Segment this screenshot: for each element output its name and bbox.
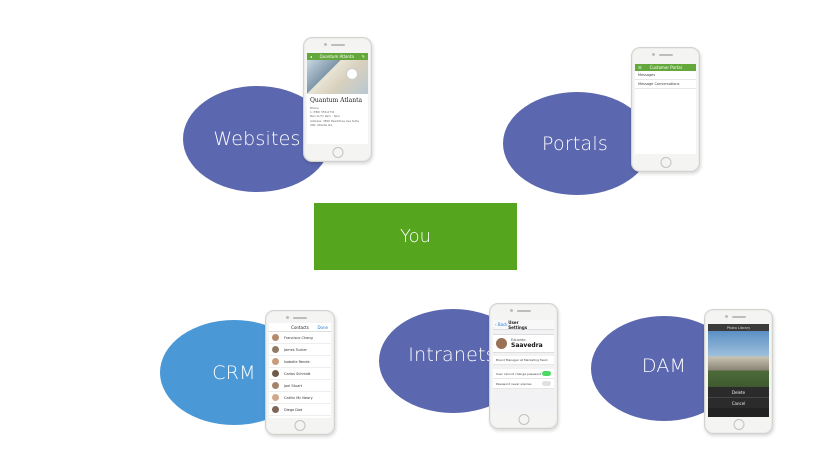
websites-screen: ◂ Quantum Atlanta ✎ Quantum Atlanta Phon… [307,53,368,144]
home-button [518,414,529,425]
portals-screen: ☰ Customer Portal Messages Message Conve… [635,64,696,154]
contact-name: Carlos Schmidt [284,371,311,376]
home-button [733,419,744,430]
role-row: Brand Manager at Marketing Team [493,356,554,365]
back-arrow-icon: ◂ [310,54,313,59]
portals-node: Portals [503,92,651,195]
websites-app-bar: ◂ Quantum Atlanta ✎ [307,53,368,60]
list-item: Diego Dad [269,404,331,416]
dam-delete-button: Delete [708,387,769,398]
dam-cancel-button: Cancel [708,398,769,408]
portals-list-item: Message Conversations [635,80,696,89]
avatar [272,406,279,413]
setting-row: User cannot change password [493,369,554,379]
avatar [272,382,279,389]
list-item: James Tucker [269,344,331,356]
crm-screen: Contacts Done Francisco Chang James Tuck… [269,323,331,418]
websites-line: Address: 4500 Peachtree Ave Suite 400, A… [310,118,359,127]
contact-name: Francisco Chang [284,335,313,340]
phone-camera [286,316,289,319]
dam-screen: Photo Library Delete Cancel [708,324,769,417]
list-item: Caitlin Mc Neary [269,392,331,404]
phone-speaker [658,54,673,56]
home-button [332,147,343,158]
avatar [272,394,279,401]
intranets-screen: ‹ Back User Settings Eduardo Saavedra Br… [493,320,554,411]
portals-label: Portals [542,132,608,155]
crm-title: Contacts [291,324,309,330]
center-label: You [399,226,432,247]
avatar [272,334,279,341]
list-item: Francisco Chang [269,332,331,344]
websites-line: 1 (786) 555-0731 [310,110,335,115]
crm-phone: Contacts Done Francisco Chang James Tuck… [265,310,335,435]
home-button [294,420,306,431]
dam-phone: Photo Library Delete Cancel [704,309,773,434]
building-photo [708,331,769,387]
map-pin-icon [346,68,358,80]
setting-label: User cannot change password [496,371,542,376]
dam-label: DAM [641,354,687,377]
phone-speaker [293,317,307,319]
avatar [272,370,279,377]
toggle-on [542,371,551,376]
phone-camera [509,309,513,312]
map-image [307,60,368,94]
contact-name: Isabelle Rende [284,359,310,364]
phone-speaker [330,44,345,46]
list-item: Isabelle Rende [269,356,331,368]
crm-header: Contacts Done [269,323,331,332]
setting-row: Password never expires [493,379,554,389]
crm-done-link: Done [317,324,328,330]
toggle-off [542,381,551,386]
websites-line: Mon to Fri 9am - 5pm [310,114,340,119]
portals-list-item: Messages [635,71,696,80]
home-button [660,157,671,168]
setting-label: Password never expires [496,381,532,386]
avatar [272,346,279,353]
websites-phone: ◂ Quantum Atlanta ✎ Quantum Atlanta Phon… [303,37,372,162]
portals-phone: ☰ Customer Portal Messages Message Conve… [631,47,700,172]
intranets-label: Intranets [408,344,496,366]
phone-speaker [516,310,531,312]
websites-heading: Quantum Atlanta [310,97,363,104]
contact-name: Diego Dad [284,407,303,412]
contact-name: Caitlin Mc Neary [284,395,313,400]
list-item: Joel Stuart [269,380,331,392]
portals-app-title: Customer Portal [649,65,682,70]
dam-title: Photo Library [726,325,751,330]
phone-camera [724,315,728,318]
last-name: Saavedra [511,342,543,349]
phone-speaker [731,316,746,318]
phone-camera [323,43,327,46]
websites-line: Phone [310,106,319,110]
contact-name: Joel Stuart [284,383,303,388]
edit-icon: ✎ [361,54,365,59]
intranets-header: ‹ Back User Settings [493,320,554,330]
menu-icon: ☰ [638,65,642,70]
intranets-title: User Settings [508,320,528,330]
websites-app-title: Quantum Atlanta [319,54,354,59]
crm-label: CRM [212,361,256,384]
phone-camera [651,53,655,56]
first-name: Eduardo [511,338,526,342]
avatar [496,338,507,349]
avatar [272,358,279,365]
portals-app-bar: ☰ Customer Portal [635,64,696,71]
back-link: ‹ Back [495,322,508,327]
list-item: Carlos Schmidt [269,368,331,380]
contact-name: James Tucker [284,347,307,352]
profile-card: Eduardo Saavedra [493,334,554,353]
dam-header: Photo Library [708,324,769,331]
center-you-box: You [314,203,517,270]
intranets-phone: ‹ Back User Settings Eduardo Saavedra Br… [489,303,558,429]
websites-label: Websites [213,128,301,150]
